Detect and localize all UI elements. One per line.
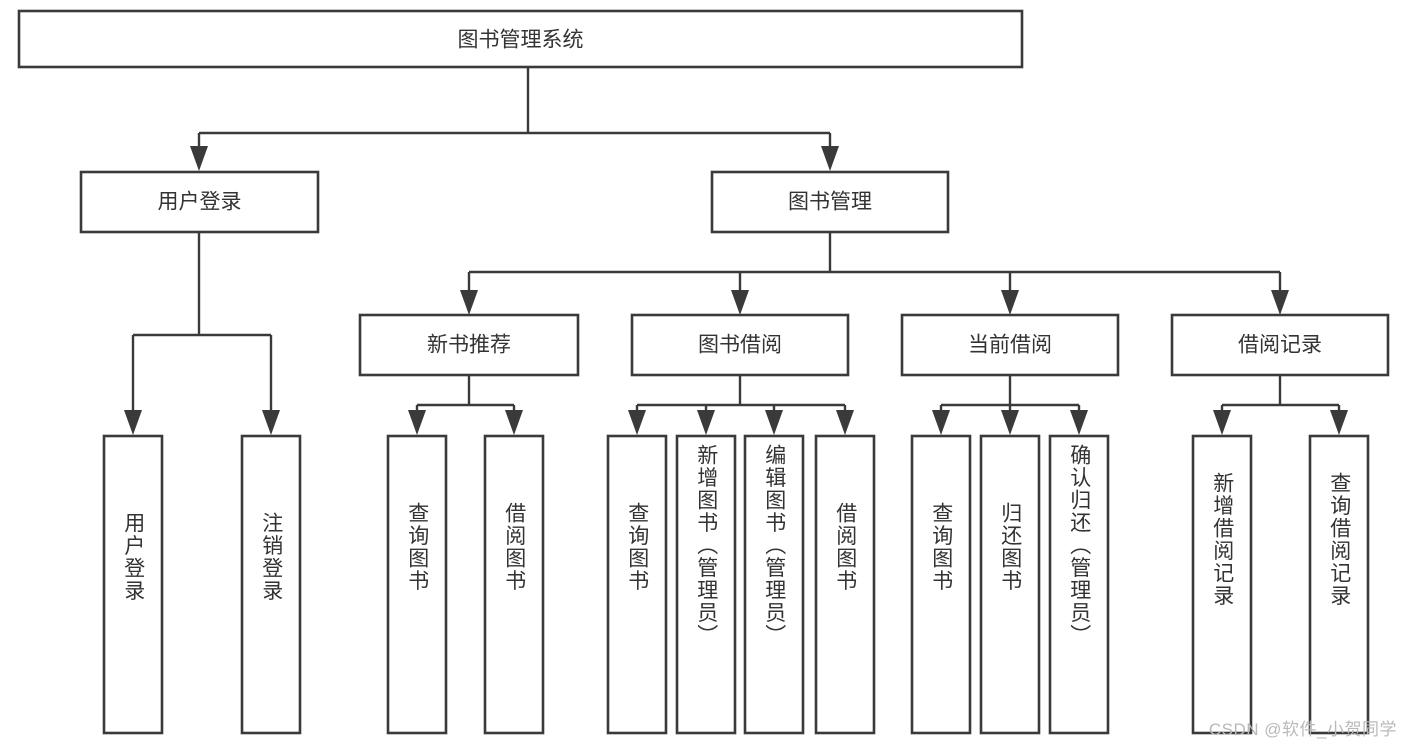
- connector-book-borrow-children: [628, 375, 854, 435]
- node-root-label: 图书管理系统: [458, 29, 584, 52]
- node-current-borrow-label: 当前借阅: [968, 334, 1052, 357]
- node-new-book-recommend-label: 新书推荐: [427, 334, 511, 357]
- node-borrow-record-label: 借阅记录: [1238, 334, 1322, 357]
- leaf-box-book-borrow-0[interactable]: [606, 434, 668, 735]
- node-book-management-label: 图书管理: [788, 191, 872, 214]
- node-book-borrow[interactable]: 图书借阅: [630, 313, 850, 377]
- node-root[interactable]: 图书管理系统: [17, 9, 1024, 69]
- leaf-box-current-borrow-0[interactable]: [910, 434, 972, 735]
- leaf-box-borrow-record-1[interactable]: [1308, 434, 1370, 735]
- leaf-box-current-borrow-1[interactable]: [979, 434, 1041, 735]
- leaf-box-borrow-record-0[interactable]: [1191, 434, 1253, 735]
- arrow-head-icon: [408, 410, 426, 435]
- node-borrow-record[interactable]: 借阅记录: [1170, 313, 1390, 377]
- arrow-head-icon: [1271, 290, 1289, 315]
- leaf-box-book-borrow-1[interactable]: [675, 434, 737, 735]
- node-user-login[interactable]: 用户登录: [79, 170, 320, 234]
- node-current-borrow-box[interactable]: [900, 313, 1120, 377]
- leaf-box-new-book-0[interactable]: [386, 434, 448, 735]
- connector-root-bus: [190, 67, 839, 171]
- arrow-head-icon: [628, 410, 646, 435]
- node-user-login-box[interactable]: [79, 170, 320, 234]
- leaf-box-book-borrow-2[interactable]: [743, 434, 805, 735]
- arrow-head-icon: [731, 290, 749, 315]
- node-new-book-recommend-box[interactable]: [358, 313, 580, 377]
- node-book-borrow-label: 图书借阅: [698, 334, 782, 357]
- arrow-head-icon: [932, 410, 950, 435]
- arrow-head-icon: [1001, 290, 1019, 315]
- node-new-book-recommend[interactable]: 新书推荐: [358, 313, 580, 377]
- connector-borrow-record-children: [1213, 375, 1348, 435]
- arrow-head-icon: [505, 410, 523, 435]
- arrow-head-icon: [765, 410, 783, 435]
- connector-user-login-children: [124, 232, 280, 435]
- leaf-box-user-login-0[interactable]: [102, 434, 164, 735]
- connector-new-book-recommend-children: [408, 375, 523, 435]
- leaf-box-book-borrow-3[interactable]: [814, 434, 876, 735]
- connector-book-management-children: [460, 232, 1289, 315]
- arrow-head-icon: [697, 410, 715, 435]
- arrow-head-icon: [460, 290, 478, 315]
- arrow-head-icon: [262, 410, 280, 435]
- arrow-head-icon: [1213, 410, 1231, 435]
- arrow-head-icon: [836, 410, 854, 435]
- arrow-head-icon: [1330, 410, 1348, 435]
- arrow-head-icon: [1001, 410, 1019, 435]
- leaf-box-current-borrow-2[interactable]: [1048, 434, 1110, 735]
- node-book-management[interactable]: 图书管理: [710, 170, 950, 234]
- leaf-box-user-login-1[interactable]: [240, 434, 302, 735]
- arrow-head-icon: [821, 146, 839, 171]
- arrow-head-icon: [190, 146, 208, 171]
- leaf-box-new-book-1[interactable]: [483, 434, 545, 735]
- node-root-box[interactable]: [17, 9, 1024, 69]
- arrow-head-icon: [124, 410, 142, 435]
- arrow-head-icon: [1070, 410, 1088, 435]
- node-current-borrow[interactable]: 当前借阅: [900, 313, 1120, 377]
- connector-current-borrow-children: [932, 375, 1088, 435]
- watermark-text: CSDN @软件_小贺同学: [1208, 720, 1397, 739]
- node-user-login-label: 用户登录: [158, 191, 242, 214]
